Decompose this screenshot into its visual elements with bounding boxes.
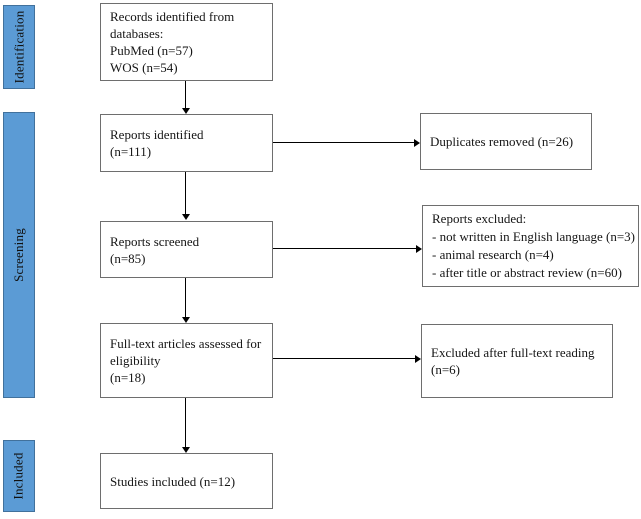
arrow-head-down-icon: [182, 214, 190, 220]
box-text-line: Reports screened: [110, 233, 200, 249]
arrow-line: [185, 172, 186, 214]
box-text-line: Reports excluded:: [432, 211, 527, 226]
stage-label-identification: Identification: [11, 10, 27, 84]
box-text-line: Full-text articles assessed for: [110, 336, 262, 351]
box-records-identified-databases: Records identified from databases: PubMe…: [100, 3, 273, 81]
box-excluded-after-fulltext: Excluded after full-text reading (n=6): [421, 324, 613, 398]
arrow-head-down-icon: [182, 447, 190, 453]
arrow-head-right-icon: [414, 139, 420, 147]
box-text-line: WOS (n=54): [110, 60, 178, 75]
box-text-line: Studies included (n=12): [110, 473, 236, 489]
box-duplicates-removed: Duplicates removed (n=26): [420, 113, 592, 170]
box-reports-excluded: Reports excluded: - not written in Engli…: [422, 205, 639, 287]
arrow-head-right-icon: [416, 245, 422, 253]
stage-bar-included: Included: [3, 440, 35, 512]
box-text-line: - after title or abstract review (n=60): [432, 265, 622, 280]
arrow-line: [273, 142, 414, 143]
box-fulltext-assessed: Full-text articles assessed for eligibil…: [100, 323, 273, 398]
box-text-line: (n=85): [110, 250, 146, 266]
box-text-line: Records identified from: [110, 9, 235, 24]
box-text-line: Excluded after full-text reading: [431, 345, 595, 360]
arrow-line: [185, 81, 186, 108]
box-text-line: (n=111): [110, 144, 152, 159]
box-text-line: eligibility: [110, 353, 161, 368]
box-text-line: - animal research (n=4): [432, 247, 554, 262]
box-studies-included: Studies included (n=12): [100, 453, 273, 509]
box-text-line: Duplicates removed (n=26): [430, 134, 574, 149]
stage-label-included: Included: [11, 452, 26, 500]
arrow-line: [273, 248, 416, 249]
arrow-line: [185, 278, 186, 317]
stage-label-screening: Screening: [11, 228, 26, 282]
arrow-head-down-icon: [182, 317, 190, 323]
box-text-line: Reports identified: [110, 127, 204, 142]
box-text-line: PubMed (n=57): [110, 43, 193, 58]
box-reports-screened: Reports screened (n=85): [100, 221, 273, 278]
box-text-line: databases:: [110, 26, 164, 41]
box-text-line: (n=18): [110, 370, 146, 385]
arrow-line: [185, 398, 186, 447]
arrow-head-right-icon: [415, 355, 421, 363]
arrow-line: [273, 358, 415, 359]
stage-bar-screening: Screening: [3, 112, 35, 398]
stage-bar-identification: Identification: [3, 5, 35, 89]
box-reports-identified: Reports identified (n=111): [100, 114, 273, 172]
arrow-head-down-icon: [182, 108, 190, 114]
box-text-line: (n=6): [431, 362, 460, 377]
box-text-line: - not written in English language (n=3): [432, 229, 636, 244]
